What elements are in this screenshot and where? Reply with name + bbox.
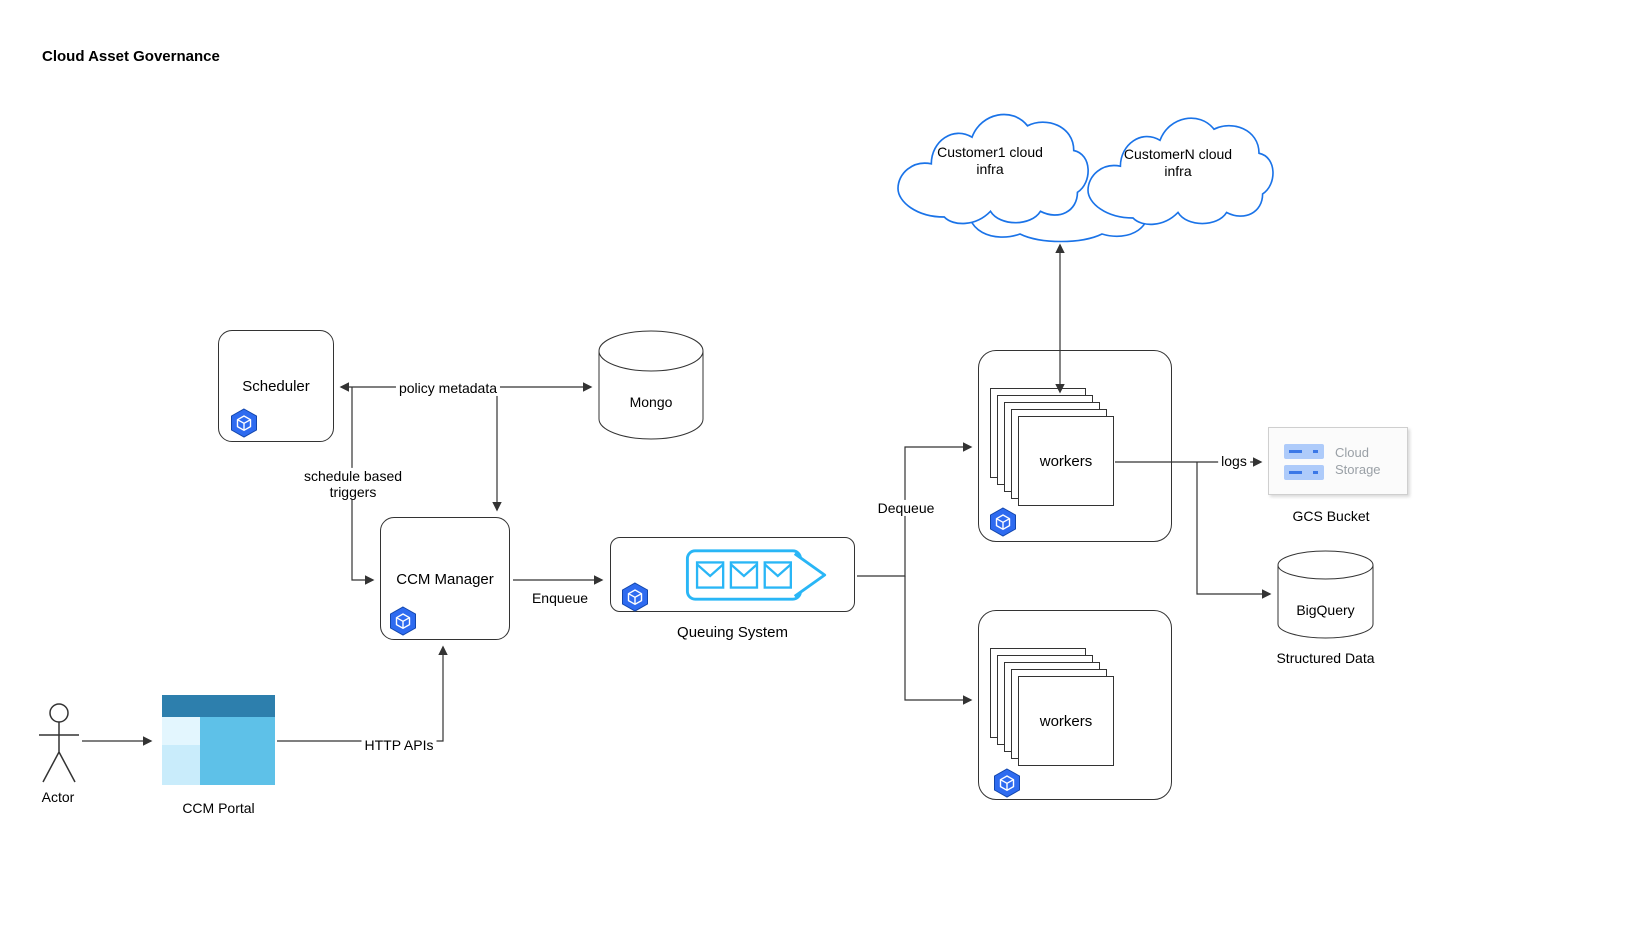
queue-envelopes-icon — [685, 549, 827, 601]
cloud-storage-icon-text: Cloud Storage — [1335, 445, 1381, 477]
node-gcs-bucket[interactable]: Cloud Storage — [1268, 427, 1408, 495]
edge-label-dequeue: Dequeue — [874, 499, 938, 517]
edge-workers-to-bigquery — [1196, 462, 1272, 599]
node-workers-bottom[interactable]: workers — [1018, 676, 1114, 766]
ccm-portal-label: CCM Portal — [182, 800, 255, 816]
node-mongo[interactable] — [598, 330, 704, 440]
customer-clouds-shape[interactable] — [890, 85, 1280, 245]
scheduler-label: Scheduler — [242, 378, 310, 395]
customer1-cloud-label: Customer1 cloud infra — [937, 144, 1043, 177]
node-bigquery[interactable] — [1277, 550, 1374, 639]
page-title: Cloud Asset Governance — [42, 48, 220, 65]
queuing-system-label: Queuing System — [677, 624, 788, 641]
actor-label: Actor — [41, 789, 75, 805]
bigquery-caption: Structured Data — [1276, 650, 1375, 666]
hexagon-cube-icon — [620, 582, 650, 612]
edge-label-schedule-triggers: schedule based triggers — [300, 467, 406, 501]
customerN-cloud-label: CustomerN cloud infra — [1123, 146, 1233, 179]
edge-dequeue-bottom — [904, 576, 973, 705]
edge-label-enqueue: Enqueue — [528, 589, 592, 607]
cloud-storage-icon — [1284, 444, 1324, 480]
portal-main-pane — [200, 717, 275, 785]
actor-figure[interactable] — [36, 702, 82, 790]
hexagon-cube-icon — [229, 408, 259, 438]
edge-label-http-apis: HTTP APIs — [361, 736, 437, 754]
bigquery-label: BigQuery — [1296, 602, 1355, 618]
cloud1-shape — [897, 113, 1089, 225]
edge-label-policy-metadata: policy metadata — [395, 379, 501, 397]
workers-bottom-label: workers — [1039, 712, 1093, 730]
edge-portal-to-ccm-manager — [277, 645, 448, 742]
hexagon-cube-icon — [388, 606, 418, 636]
portal-header-bar — [162, 695, 275, 717]
cloudN-shape — [1087, 117, 1274, 226]
workers-top-label: workers — [1039, 452, 1093, 470]
hexagon-cube-icon — [988, 507, 1018, 537]
portal-sidebar-top-pane — [162, 717, 200, 745]
ccm-manager-label: CCM Manager — [396, 571, 494, 588]
hexagon-cube-icon — [992, 768, 1022, 798]
edge-label-logs: logs — [1218, 452, 1250, 470]
node-workers-top[interactable]: workers — [1018, 416, 1114, 506]
gcs-bucket-label: GCS Bucket — [1292, 508, 1370, 524]
ccm-portal-icon[interactable] — [162, 695, 275, 785]
mongo-label: Mongo — [629, 394, 673, 410]
